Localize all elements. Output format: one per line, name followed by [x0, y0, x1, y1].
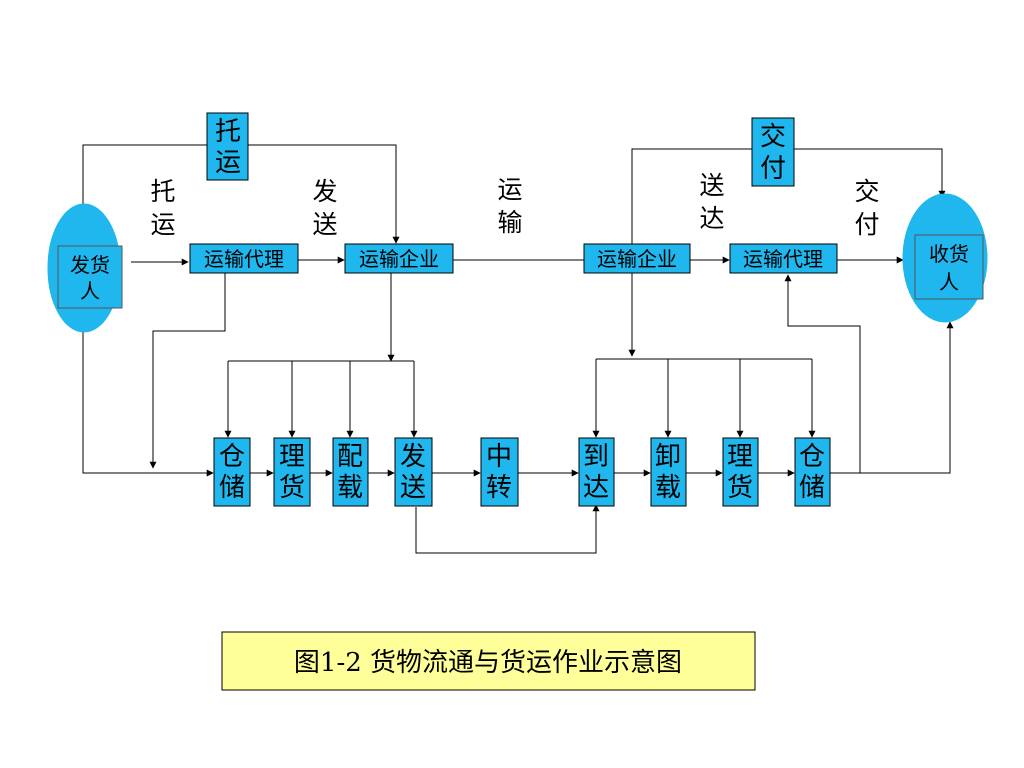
float-jiaofu-line1: 交: [854, 177, 879, 206]
float-fasong-line1: 发: [312, 177, 337, 206]
shipper-node: 发货 人: [47, 203, 123, 333]
shipper-label-line1: 发货: [70, 253, 110, 277]
step-0-line1: 仓: [219, 442, 245, 472]
consignee-node: 收货 人: [902, 193, 988, 323]
consignee-label-line1: 收货: [929, 242, 969, 266]
float-songda-line1: 送: [699, 171, 724, 200]
tag-tuoyun-line1: 托: [215, 117, 241, 147]
transport-agent-right-label: 运输代理: [743, 247, 823, 271]
transport-agent-left-label: 运输代理: [204, 247, 284, 271]
step-6: 卸 载: [650, 437, 687, 507]
step-1-line1: 理: [279, 442, 305, 472]
step-8-line2: 储: [799, 473, 825, 503]
tag-jiaofu: 交 付: [751, 117, 795, 187]
float-songda: 送 达: [699, 171, 724, 233]
shipper-label-box: [57, 245, 123, 309]
step-5: 到 达: [578, 437, 615, 507]
step-2-line2: 载: [337, 473, 363, 503]
transport-enterprise-right: 运输企业: [583, 243, 691, 274]
step-3-line2: 送: [400, 473, 426, 503]
step-1: 理 货: [273, 437, 311, 507]
float-jiaofu-line2: 付: [854, 210, 879, 239]
step-6-line2: 载: [655, 473, 681, 503]
transport-agent-right: 运输代理: [729, 243, 838, 274]
float-tuoyun-line1: 托: [150, 177, 175, 206]
step-3-line1: 发: [400, 442, 426, 472]
tag-tuoyun: 托 运: [206, 112, 249, 181]
figure-caption-text: 图1-2 货物流通与货运作业示意图: [294, 648, 682, 678]
tag-jiaofu-line2: 付: [760, 154, 786, 184]
step-2-line1: 配: [337, 442, 363, 472]
tag-tuoyun-line2: 运: [215, 148, 241, 178]
transport-enterprise-right-label: 运输企业: [597, 247, 677, 271]
step-0-line2: 储: [219, 473, 245, 503]
step-1-line2: 货: [279, 473, 305, 503]
float-yunshu-line2: 输: [497, 208, 522, 237]
step-8-line1: 仓: [799, 442, 825, 472]
float-tuoyun-line2: 运: [150, 210, 175, 239]
float-jiaofu: 交 付: [854, 177, 879, 239]
float-fasong-line2: 送: [312, 210, 337, 239]
step-4-line2: 转: [486, 473, 512, 503]
shipper-label-line2: 人: [80, 279, 100, 303]
step-0: 仓 储: [213, 437, 251, 507]
tag-jiaofu-line1: 交: [760, 122, 786, 152]
transport-agent-left: 运输代理: [189, 243, 299, 274]
step-7-line1: 理: [727, 442, 753, 472]
step-2: 配 载: [332, 437, 369, 507]
transport-enterprise-left: 运输企业: [344, 243, 454, 274]
float-tuoyun: 托 运: [150, 177, 175, 239]
consignee-label-box: [914, 234, 984, 300]
float-yunshu: 运 输: [497, 175, 522, 237]
step-7-line2: 货: [727, 473, 753, 503]
step-4: 中 转: [480, 437, 519, 507]
float-yunshu-line1: 运: [497, 175, 522, 204]
step-5-line1: 到: [583, 442, 609, 472]
float-songda-line2: 达: [699, 204, 724, 233]
figure-caption: 图1-2 货物流通与货运作业示意图: [221, 631, 756, 691]
step-8: 仓 储: [794, 437, 831, 507]
step-4-line1: 中: [486, 442, 512, 472]
step-5-line2: 达: [583, 473, 609, 503]
step-6-line1: 卸: [655, 442, 681, 472]
float-fasong: 发 送: [312, 177, 337, 239]
transport-enterprise-left-label: 运输企业: [359, 247, 439, 271]
step-7: 理 货: [722, 437, 759, 507]
step-3: 发 送: [394, 437, 433, 507]
consignee-label-line2: 人: [939, 270, 959, 294]
connectors: [82, 144, 954, 554]
